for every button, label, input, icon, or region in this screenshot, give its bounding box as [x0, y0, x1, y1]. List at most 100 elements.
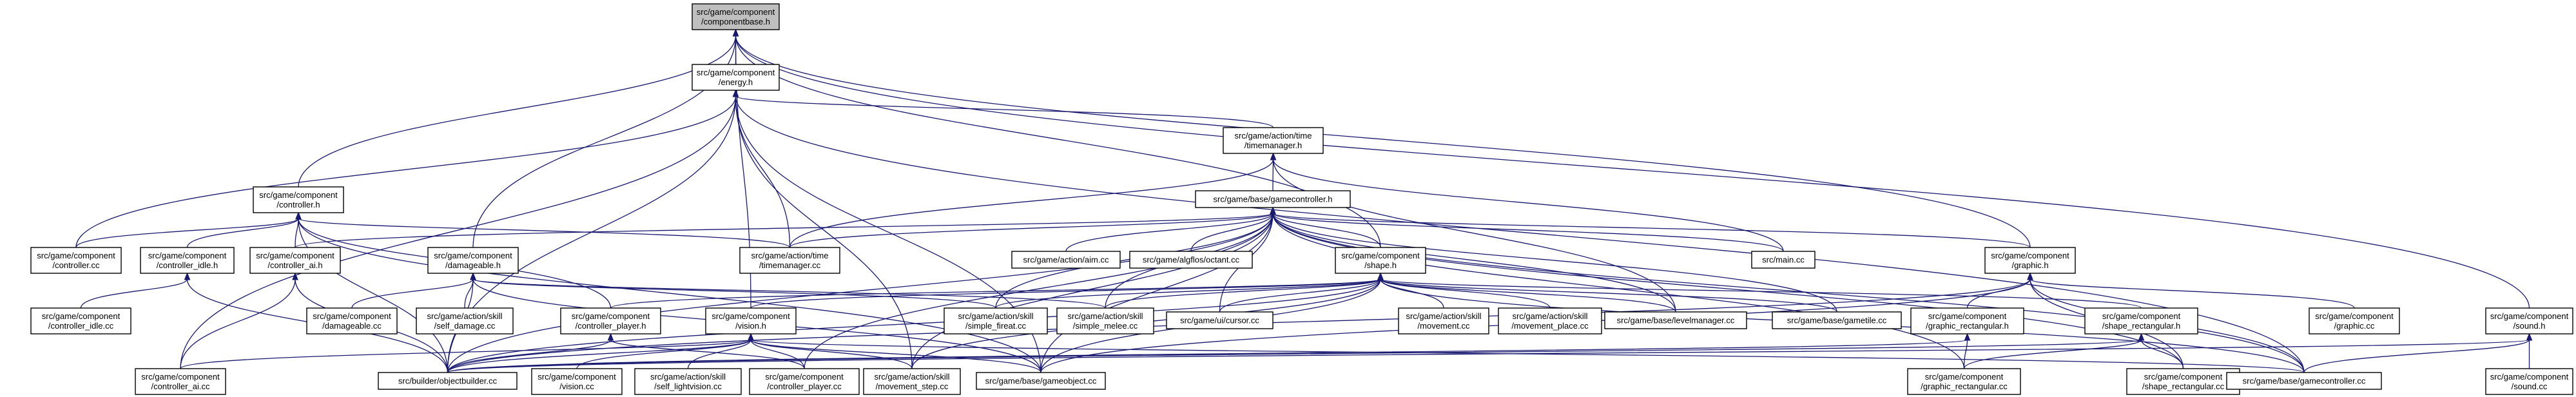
file-node-controller-h[interactable]: src/game/component/controller.h: [253, 186, 344, 213]
file-node-gameobject-cc[interactable]: src/game/base/gameobject.cc: [976, 372, 1106, 390]
edge-line: [295, 213, 1273, 248]
node-label: src/game/component: [2102, 311, 2181, 321]
file-node-sound-cc[interactable]: src/game/component/sound.cc: [2485, 368, 2573, 395]
node-label: /timemanager.h: [1244, 140, 1303, 150]
file-node-gamecontroller-h[interactable]: src/game/base/gamecontroller.h: [1195, 190, 1351, 208]
node-label: /movement.cc: [1418, 321, 1470, 331]
edge-line: [80, 278, 188, 309]
file-node-controller-idle-cc[interactable]: src/game/component/controller_idle.cc: [30, 307, 131, 334]
edge-line: [804, 213, 1273, 369]
node-box: [1011, 251, 1121, 269]
dependency-edge: [1966, 272, 2033, 309]
file-node-damageable-h[interactable]: src/game/component/damageable.h: [427, 247, 519, 274]
file-node-componentbase[interactable]: src/game/component/componentbase.h: [692, 3, 780, 30]
file-node-shape-h[interactable]: src/game/component/shape.h: [1335, 247, 1426, 274]
file-node-main-cc[interactable]: src/main.cc: [1751, 251, 1816, 269]
node-label: src/game/component: [141, 372, 220, 382]
edge-line: [472, 278, 1106, 309]
node-box: [2309, 307, 2400, 334]
dependency-edge: [447, 333, 614, 373]
file-node-self-damage-cc[interactable]: src/game/action/skill/self_damage.cc: [416, 307, 514, 334]
file-node-sound-h[interactable]: src/game/component/sound.h: [2485, 307, 2573, 334]
dependency-edge: [447, 333, 1971, 373]
node-box: [705, 307, 797, 334]
edge-line: [1272, 213, 2305, 373]
file-node-gametile-cc[interactable]: src/game/base/gametile.cc: [1772, 311, 1902, 329]
file-node-movement-cc[interactable]: src/game/action/skill/movement.cc: [1398, 307, 1489, 334]
file-node-simple-melee-cc[interactable]: src/game/action/skill/simple_melee.cc: [1056, 307, 1154, 334]
file-node-controller-player-h[interactable]: src/game/component/controller_player.h: [560, 307, 661, 334]
node-label: src/main.cc: [1762, 255, 1805, 265]
edge-line: [180, 278, 296, 369]
file-node-controller-idle-h[interactable]: src/game/component/controller_idle.h: [140, 247, 235, 274]
node-label: src/game/action/skill: [650, 372, 726, 382]
node-box: [2485, 368, 2573, 395]
file-node-controller-ai-cc[interactable]: src/game/component/controller_ai.cc: [135, 368, 226, 395]
node-box: [560, 307, 661, 334]
file-node-shape-rect-cc[interactable]: src/game/component/shape_rectangular.cc: [2126, 368, 2240, 395]
node-box: [253, 186, 344, 213]
node-label: /controller_ai.h: [267, 260, 322, 270]
node-label: src/game/component: [1341, 251, 1420, 260]
node-label: src/builder/objectbuilder.cc: [398, 376, 498, 386]
node-label: /controller_player.cc: [767, 382, 842, 391]
node-label: /graphic_rectangular.cc: [1921, 382, 2008, 391]
file-node-simple-fireat-cc[interactable]: src/game/action/skill/simple_fireat.cc: [944, 307, 1048, 334]
node-box: [1751, 251, 1816, 269]
file-node-energy[interactable]: src/game/component/energy.h: [692, 64, 780, 91]
arrowhead-icon: [470, 272, 476, 280]
node-box: [692, 3, 780, 30]
edge-line: [1040, 213, 1273, 373]
file-node-graphic-rect-cc[interactable]: src/game/component/graphic_rectangular.c…: [1907, 368, 2021, 395]
file-node-graphic-h[interactable]: src/game/component/graphic.h: [1984, 247, 2076, 274]
file-node-gamecontroller-cc[interactable]: src/game/base/gamecontroller.cc: [2226, 372, 2382, 390]
node-box: [2126, 368, 2240, 395]
edge-line: [186, 218, 299, 248]
arrowhead-icon: [732, 28, 739, 37]
node-label: src/game/component: [572, 311, 650, 321]
file-node-vision-cc[interactable]: src/game/component/vision.cc: [531, 368, 623, 395]
file-node-levelmanager-cc[interactable]: src/game/base/levelmanager.cc: [1604, 311, 1747, 329]
file-node-aim-cc[interactable]: src/game/action/aim.cc: [1011, 251, 1121, 269]
node-label: /damageable.h: [445, 260, 501, 270]
node-box: [1772, 311, 1902, 329]
node-box: [2485, 307, 2573, 334]
file-node-damageable-cc[interactable]: src/game/component/damageable.cc: [306, 307, 398, 334]
file-node-octant-cc[interactable]: src/game/algflos/octant.cc: [1129, 251, 1253, 269]
file-node-timemanager-cc[interactable]: src/game/action/time/timemanager.cc: [739, 247, 840, 274]
file-node-cursor-cc[interactable]: src/game/ui/cursor.cc: [1166, 311, 1273, 329]
node-label: src/game/action/skill: [427, 311, 502, 321]
arrowhead-icon: [1377, 272, 1384, 280]
node-box: [1223, 127, 1324, 154]
file-node-objectbuilder-cc[interactable]: src/builder/objectbuilder.cc: [378, 372, 518, 390]
file-node-graphic-cc[interactable]: src/game/component/graphic.cc: [2309, 307, 2400, 334]
dependency-edge: [447, 333, 2533, 373]
file-node-controller-player-cc[interactable]: src/game/component/controller_player.cc: [749, 368, 860, 395]
file-node-controller-cc[interactable]: src/game/component/controller.cc: [30, 247, 122, 274]
file-node-controller-ai-h[interactable]: src/game/component/controller_ai.h: [249, 247, 341, 274]
file-node-shape-rect-h[interactable]: src/game/component/shape_rectangular.h: [2084, 307, 2198, 334]
node-label: /simple_melee.cc: [1073, 321, 1138, 331]
node-label: src/game/base/gametile.cc: [1787, 316, 1887, 325]
edge-line: [735, 35, 2530, 309]
edge-line: [298, 218, 1041, 373]
file-node-timemanager-h[interactable]: src/game/action/time/timemanager.h: [1223, 127, 1324, 154]
dependency-edge: [80, 272, 191, 309]
edge-line: [610, 339, 805, 369]
edge-line: [447, 339, 2530, 373]
node-box: [2226, 372, 2382, 390]
file-node-graphic-rect-h[interactable]: src/game/component/graphic_rectangular.h: [1910, 307, 2024, 334]
node-label: src/game/component: [42, 311, 121, 321]
dependency-edge: [295, 211, 1041, 373]
edge-line: [750, 339, 1041, 373]
edge-line: [1380, 278, 1551, 309]
dependency-edge: [1270, 206, 2031, 248]
file-node-self-lightvision-cc[interactable]: src/game/action/skill/self_lightvision.c…: [634, 368, 742, 395]
file-node-movement-place-cc[interactable]: src/game/action/skill/movement_place.cc: [1498, 307, 1602, 334]
file-node-vision-h[interactable]: src/game/component/vision.h: [705, 307, 797, 334]
file-node-movement-step-cc[interactable]: src/game/action/skill/movement_step.cc: [863, 368, 961, 395]
node-label: src/game/component: [313, 311, 391, 321]
dependency-edge: [1219, 272, 1384, 313]
node-box: [1907, 368, 2021, 395]
edge-line: [447, 339, 751, 373]
